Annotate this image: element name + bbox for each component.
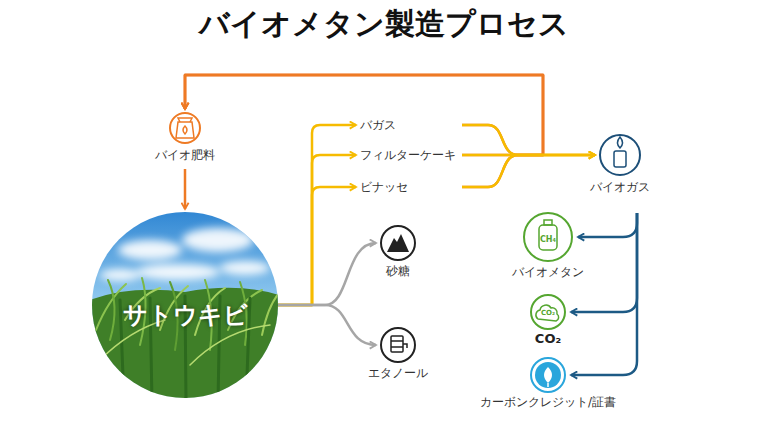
flow-arrow (278, 125, 356, 305)
node-label: カーボンクレジット/証書 (480, 395, 616, 410)
icon-formula: CH₄ (528, 234, 568, 245)
photo-title: サトウキビ (123, 299, 248, 331)
flow-arrow (185, 75, 543, 155)
node-label: バイオメタン (512, 265, 584, 280)
product-text-box: フィルターケーキ (360, 146, 460, 164)
biogas-icon (614, 137, 626, 167)
icon-circle: エタノール (380, 327, 416, 363)
product-text-box: バガス (360, 116, 460, 134)
flow-arrow (278, 305, 376, 345)
product-name: ビナッセ (360, 178, 460, 196)
sugar-icon (387, 234, 409, 252)
icon-formula: CO₂ (528, 309, 568, 319)
icon-circle: バイオガス (599, 134, 641, 176)
node-label: バイオガス (590, 180, 650, 195)
node-label: バイオ肥料 (155, 148, 215, 163)
biomethane-icon (539, 220, 557, 250)
product-name: バガス (360, 116, 460, 134)
product-name: フィルターケーキ (360, 146, 460, 164)
icon-circle: バイオ肥料 (169, 112, 201, 144)
fertilizer-icon (176, 118, 194, 138)
flow-arrow (462, 155, 595, 187)
flow-arrow (571, 213, 637, 312)
node-label: エタノール (368, 366, 428, 381)
icon-circle: 砂糖 (380, 225, 416, 261)
carbon-credit-icon (535, 362, 561, 388)
flow-arrow (184, 169, 187, 209)
flow-arrow (571, 213, 637, 375)
node-label: 砂糖 (386, 264, 410, 279)
flow-arrow (185, 75, 543, 187)
flow-arrow (185, 75, 543, 155)
flow-arrow (578, 213, 637, 237)
sugarcane-photo (90, 210, 282, 402)
flow-arrow (462, 125, 595, 155)
ethanol-icon (391, 336, 407, 352)
photo-circle: サトウキビ (92, 212, 278, 398)
flow-arrow (278, 243, 376, 305)
icon-circle: カーボンクレジット/証書 (530, 357, 566, 393)
node-label: CO₂ (535, 331, 561, 346)
product-text-box: ビナッセ (360, 178, 460, 196)
diagram-title: バイオメタン製造プロセス (0, 4, 768, 45)
